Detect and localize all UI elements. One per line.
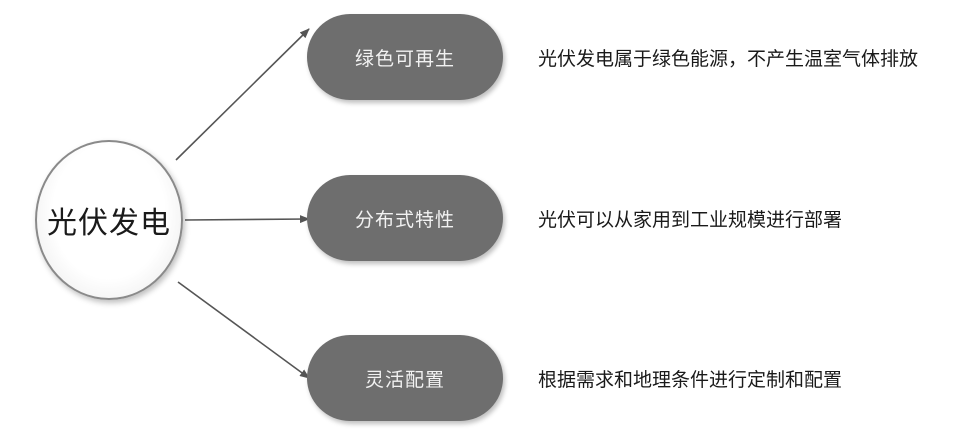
branch-node-label: 分布式特性	[354, 208, 455, 231]
central-hub-node: 光伏发电	[35, 140, 183, 300]
connector-arrow-3	[177, 281, 310, 379]
branch-description: 光伏可以从家用到工业规模进行部署	[538, 209, 843, 231]
connector-arrow-2	[184, 215, 310, 224]
branch-node-green-renewable: 绿色可再生	[307, 14, 503, 100]
hub-label: 光伏发电	[47, 206, 171, 241]
branch-description: 光伏发电属于绿色能源，不产生温室气体排放	[538, 48, 919, 70]
branch-node-distributed: 分布式特性	[307, 175, 503, 261]
branch-node-flexible-config: 灵活配置	[307, 335, 503, 421]
branch-node-label: 绿色可再生	[354, 47, 455, 70]
branch-description: 根据需求和地理条件进行定制和配置	[538, 369, 843, 391]
branch-node-label: 灵活配置	[364, 368, 445, 391]
connector-arrow-1	[175, 28, 310, 161]
